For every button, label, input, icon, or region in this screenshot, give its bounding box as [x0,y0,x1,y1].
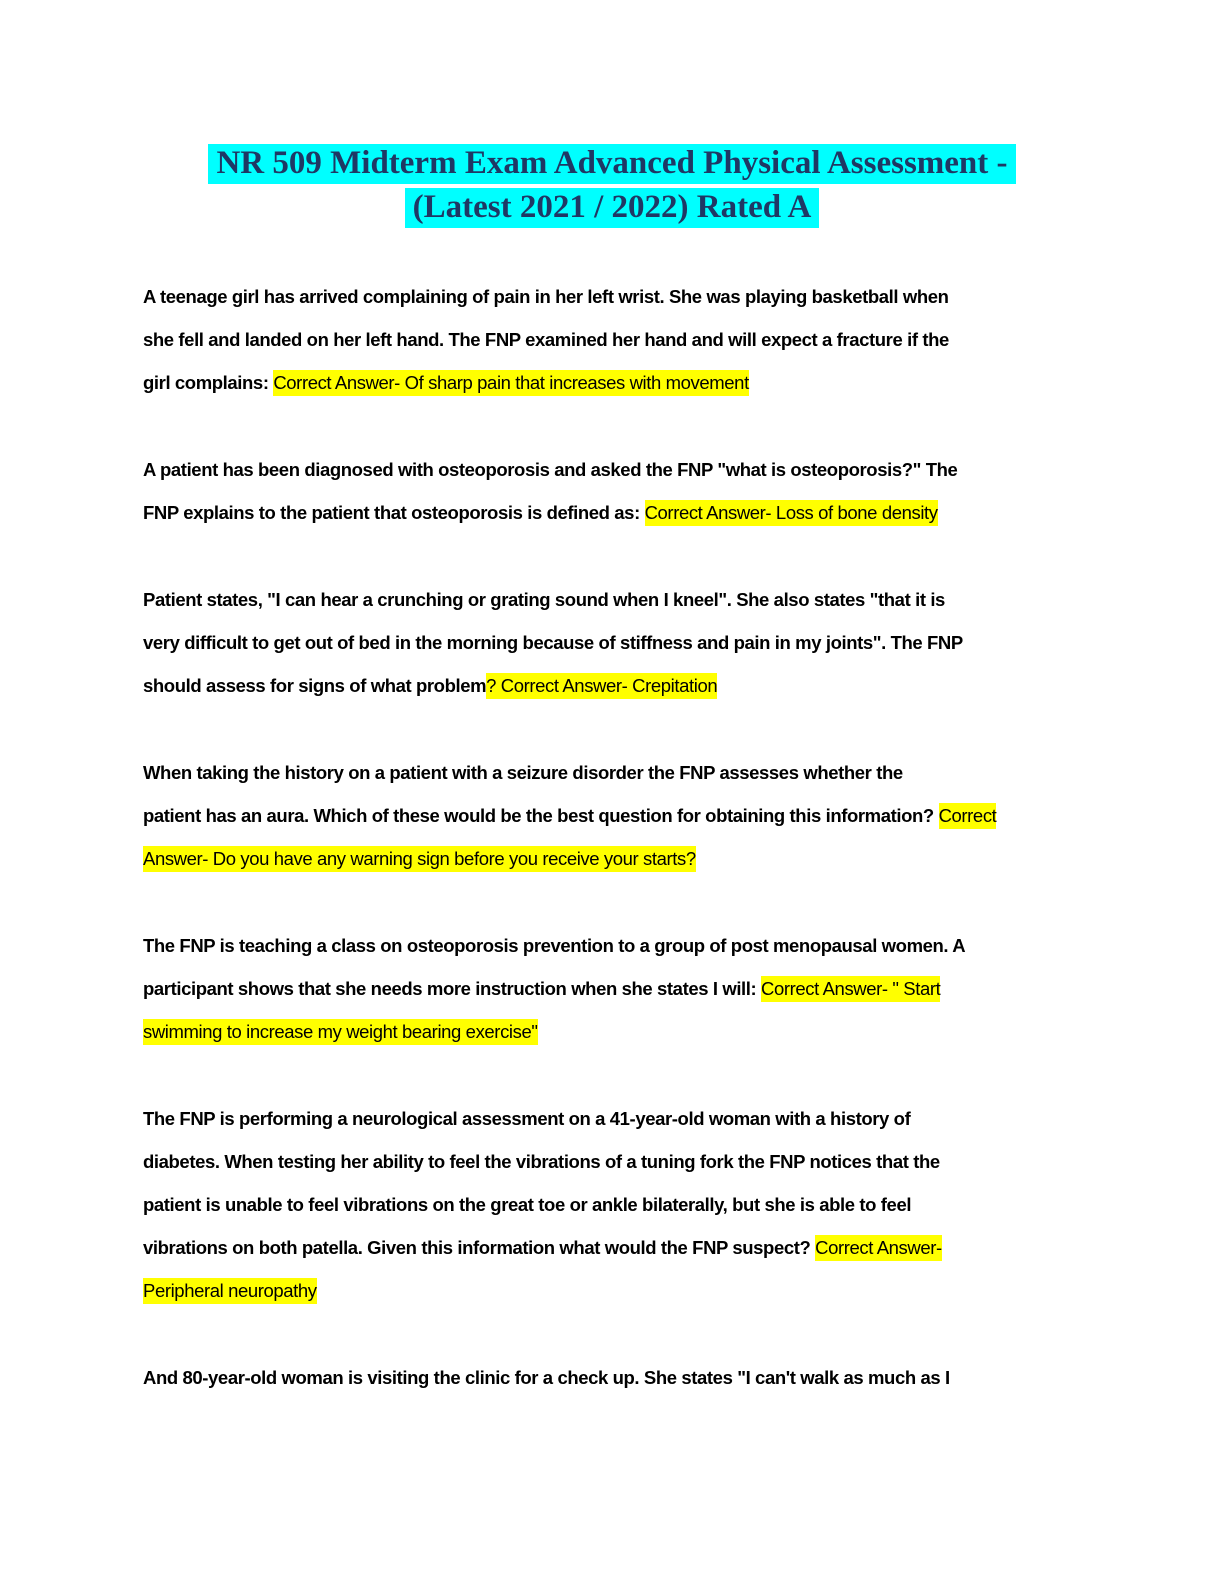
qa-paragraph: A teenage girl has arrived complaining o… [143,275,1095,404]
answer-highlighted-text: Correct Answer- Of sharp pain that incre… [273,370,749,396]
answer-highlighted-text: ? Correct Answer- Crepitation [486,673,718,699]
question-text: And 80-year-old woman is visiting the cl… [143,1367,950,1388]
question-text: The FNP is teaching a class on osteoporo… [143,935,966,999]
qa-paragraph: A patient has been diagnosed with osteop… [143,448,1095,534]
qa-paragraph: Patient states, "I can hear a crunching … [143,578,1095,707]
document-body: A teenage girl has arrived complaining o… [143,229,1095,1399]
answer-highlighted-text: Correct Answer- Loss of bone density [644,500,938,526]
question-text: A patient has been diagnosed with osteop… [143,459,958,523]
question-text: When taking the history on a patient wit… [143,762,934,826]
qa-paragraph: The FNP is teaching a class on osteoporo… [143,924,1095,1053]
qa-paragraph: And 80-year-old woman is visiting the cl… [143,1356,1095,1399]
document-title: NR 509 Midterm Exam Advanced Physical As… [0,0,1224,229]
qa-paragraph: The FNP is performing a neurological ass… [143,1097,1095,1312]
title-line-2: (Latest 2021 / 2022) Rated A [0,185,1224,229]
question-text: The FNP is performing a neurological ass… [143,1108,940,1258]
question-text: Patient states, "I can hear a crunching … [143,589,963,696]
title-line-1: NR 509 Midterm Exam Advanced Physical As… [0,141,1224,185]
question-text: A teenage girl has arrived complaining o… [143,286,949,393]
qa-paragraph: When taking the history on a patient wit… [143,751,1095,880]
